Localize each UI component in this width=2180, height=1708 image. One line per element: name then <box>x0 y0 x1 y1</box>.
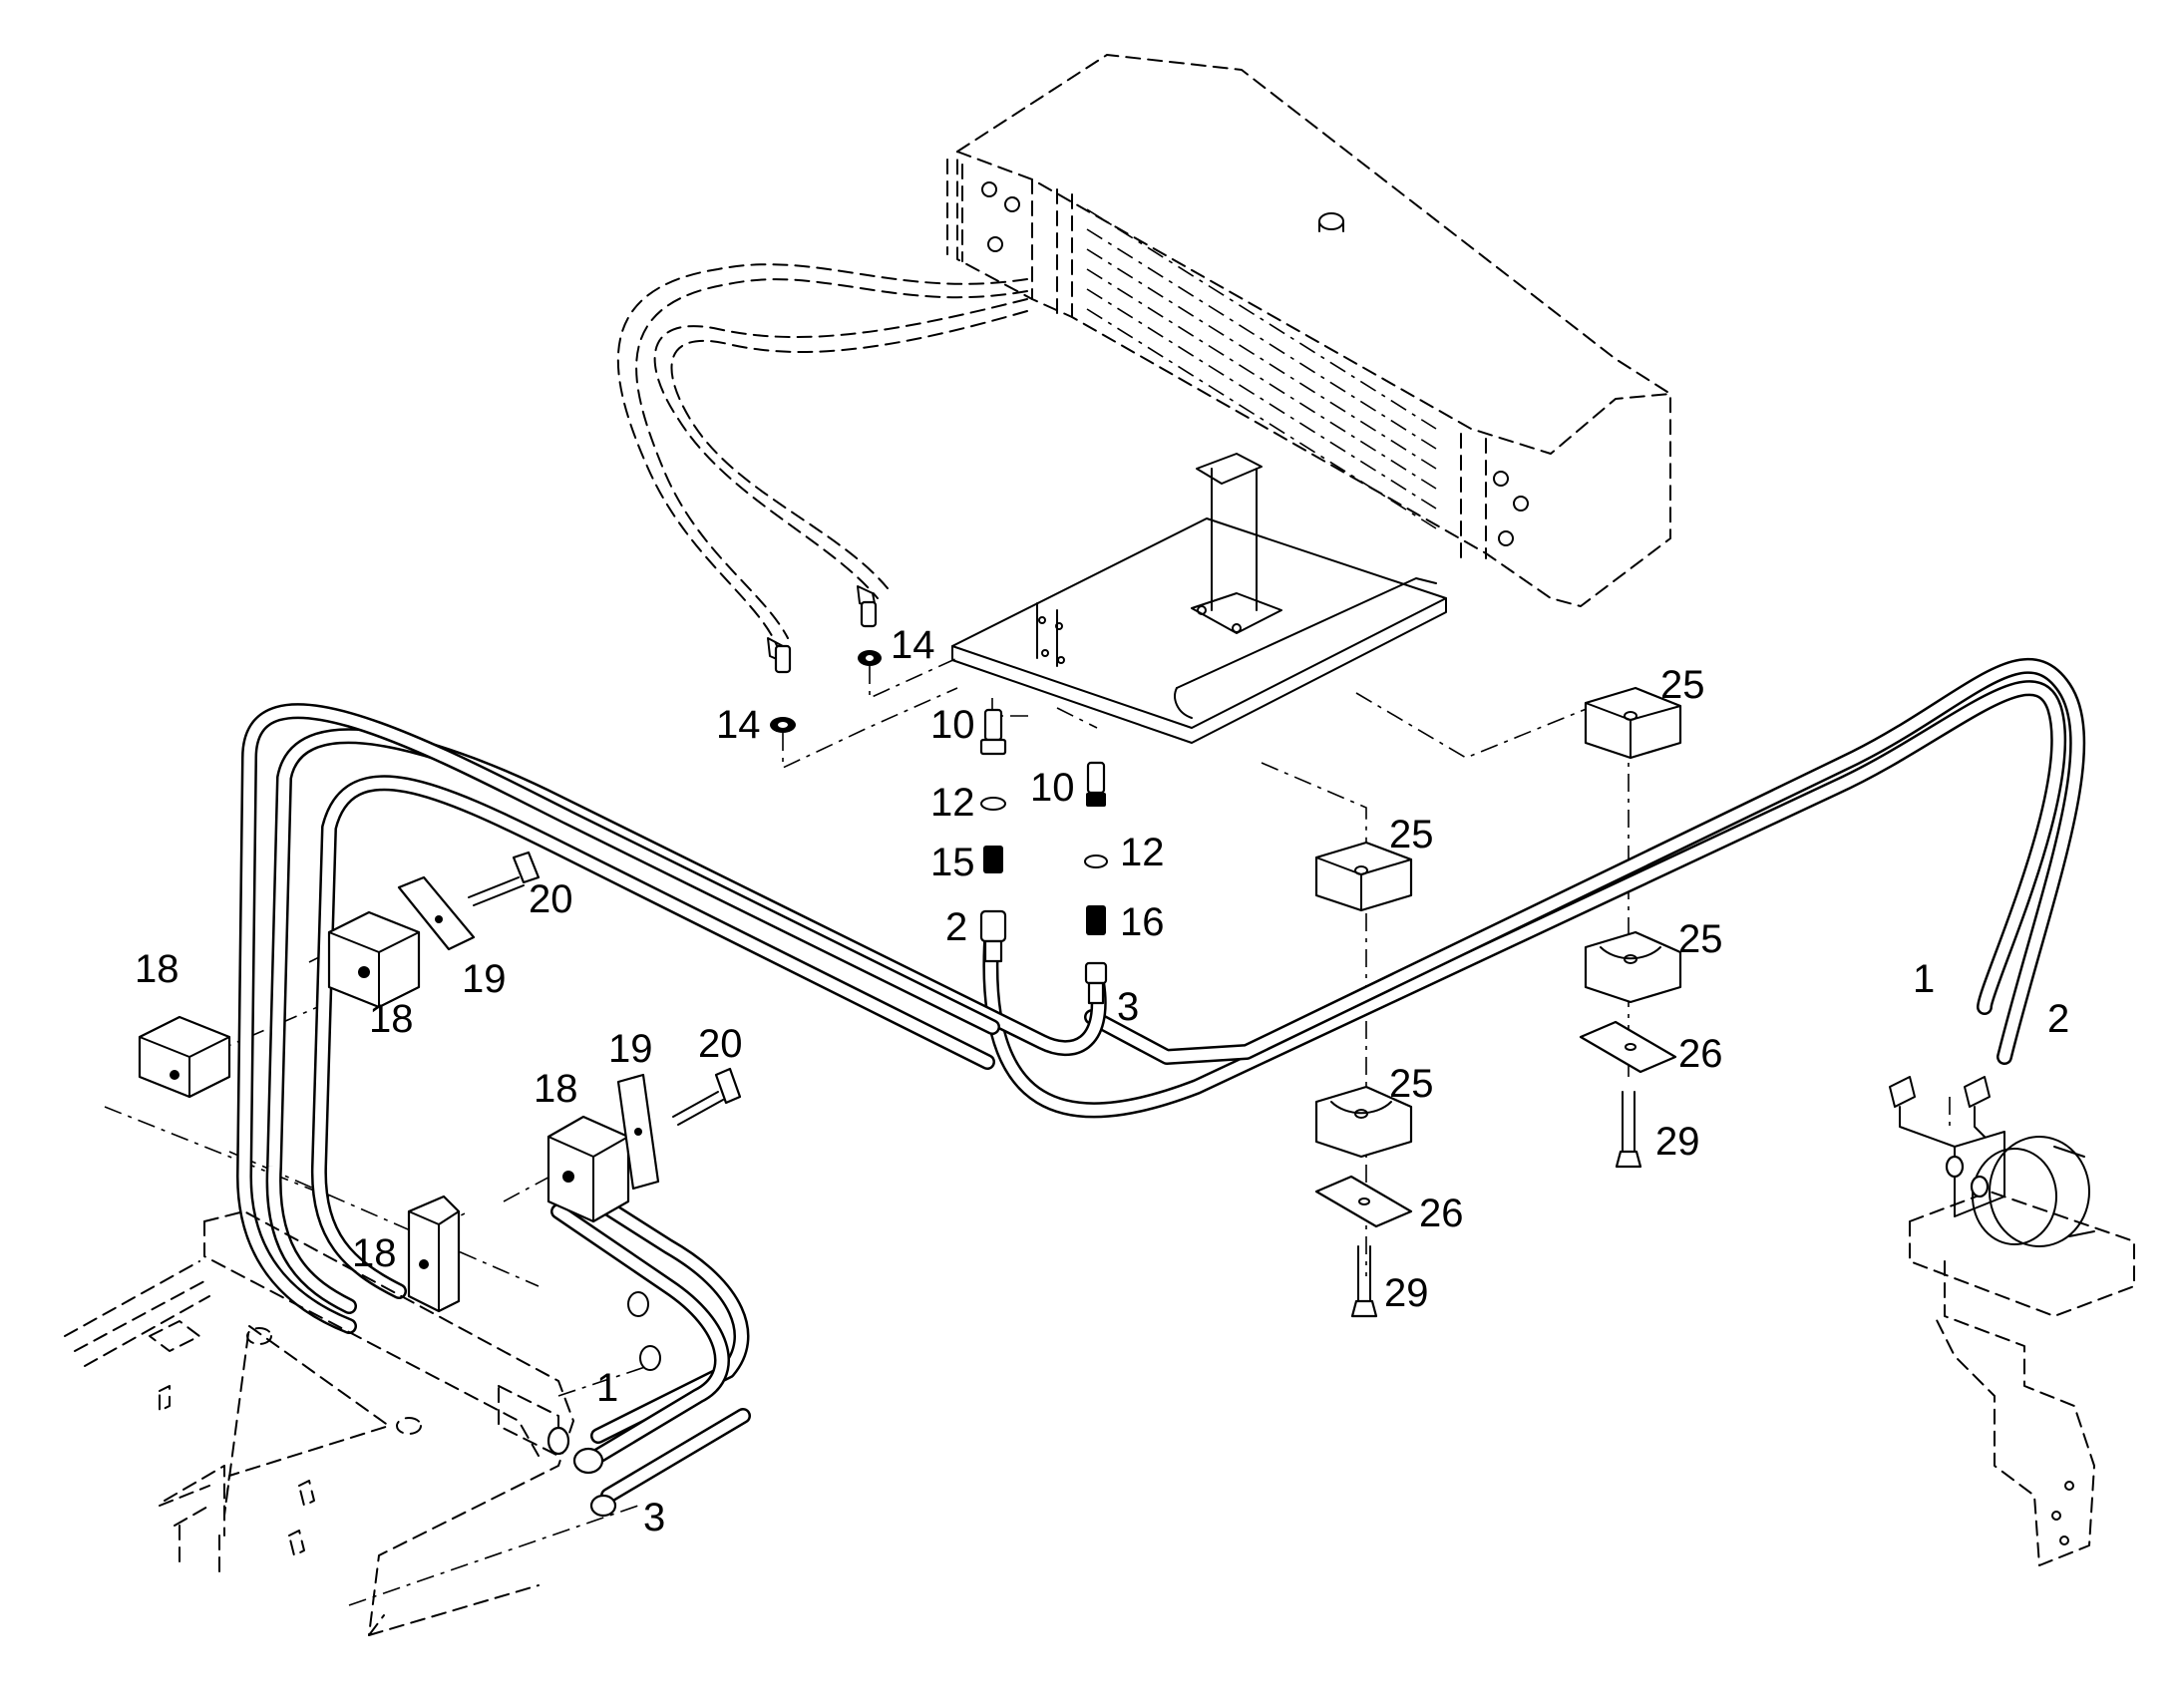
condenser-unit <box>946 54 1671 607</box>
callout-12-right: 12 <box>1120 831 1165 874</box>
clamp-18-d <box>407 1195 461 1313</box>
callout-2-right: 2 <box>2047 997 2069 1041</box>
callout-1-right: 1 <box>1913 957 1935 1001</box>
callout-14-upper: 14 <box>891 623 935 667</box>
clamp-18-b <box>327 910 421 1009</box>
fitting-14-lower <box>770 644 796 733</box>
callout-3-left: 3 <box>643 1496 665 1539</box>
clamp-18-a <box>138 1015 231 1099</box>
callout-29-lower: 29 <box>1384 1271 1429 1315</box>
bolt-29-b <box>1350 1245 1378 1318</box>
callout-3-center: 3 <box>1117 985 1139 1029</box>
callout-26-lower: 26 <box>1419 1192 1464 1235</box>
bolt-20-a <box>468 851 541 906</box>
callout-25-top: 25 <box>1660 663 1705 707</box>
callout-18-upper-left: 18 <box>135 947 180 991</box>
callout-12-left: 12 <box>930 781 975 825</box>
mounting-bracket <box>951 453 1447 744</box>
plate-19-a <box>397 875 476 951</box>
condenser-grille <box>1086 208 1437 529</box>
clamp-25-a <box>1584 686 1682 760</box>
refrigerant-lines <box>236 657 2086 1518</box>
callout-19-upper: 19 <box>462 957 507 1001</box>
callout-20-lower: 20 <box>698 1022 743 1066</box>
plate-26-a <box>1579 1020 1677 1074</box>
callout-14-lower: 14 <box>716 703 761 747</box>
clamp-25-c <box>1584 930 1682 1004</box>
callout-25-right: 25 <box>1678 917 1723 961</box>
clamp-18-c <box>546 1115 630 1223</box>
fitting-stack-right <box>1084 761 1108 1005</box>
callout-18-middle: 18 <box>534 1067 578 1111</box>
bolt-29-a <box>1615 1091 1642 1169</box>
compressor <box>1889 1076 2135 1566</box>
callout-10-left: 10 <box>930 703 975 747</box>
callout-25-lower: 25 <box>1389 1062 1434 1106</box>
callout-10-right: 10 <box>1030 766 1075 810</box>
callout-19-lower: 19 <box>608 1027 653 1071</box>
chassis-frame <box>64 1210 574 1636</box>
callout-labels: 14 14 10 10 12 12 15 16 2 3 20 19 18 18 … <box>135 623 2069 1539</box>
callout-18-upper: 18 <box>369 997 414 1041</box>
callout-26-right: 26 <box>1678 1032 1723 1076</box>
callout-18-lower: 18 <box>352 1231 397 1275</box>
condenser-hoses <box>616 263 1028 664</box>
callout-16: 16 <box>1120 900 1165 944</box>
callout-1-left: 1 <box>596 1366 618 1410</box>
fitting-14-upper <box>858 600 882 666</box>
callout-25-upper-mid: 25 <box>1389 813 1434 856</box>
clamp-25-d <box>1314 1085 1413 1159</box>
plate-19-b <box>616 1073 660 1191</box>
fitting-stack-left <box>979 708 1007 963</box>
callout-15: 15 <box>930 841 975 884</box>
bolt-20-b <box>672 1067 742 1126</box>
callout-29-right: 29 <box>1655 1120 1700 1164</box>
plate-26-b <box>1314 1175 1413 1228</box>
callout-2-center: 2 <box>945 905 967 949</box>
clamp-25-b <box>1314 841 1413 912</box>
callout-20-upper: 20 <box>529 877 573 921</box>
